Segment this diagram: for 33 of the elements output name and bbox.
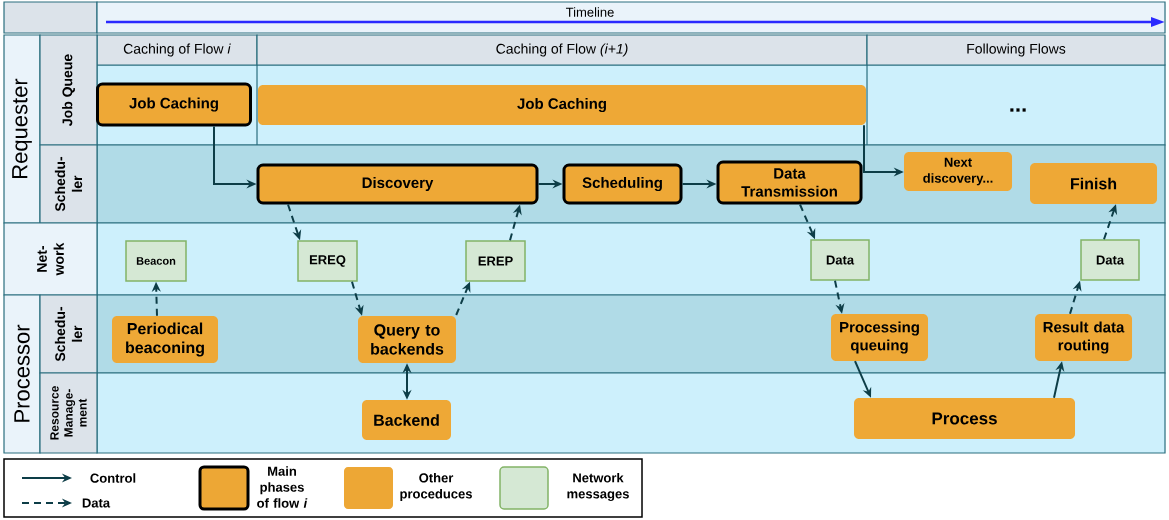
lane-header: Schedu- ler	[39, 144, 98, 224]
phase-box: Job Caching	[96, 82, 252, 127]
procedure-box: Result data routing	[1035, 314, 1132, 361]
legend-label: Control	[90, 473, 136, 483]
procedure-box: Process	[854, 398, 1075, 439]
column-header: Following Flows	[866, 34, 1166, 66]
procedure-box: Periodical beaconing	[112, 316, 218, 363]
ellipsis-label: ...	[1010, 108, 1026, 112]
procedure-box: Finish	[1030, 163, 1157, 204]
lane-header: Net- work	[3, 222, 98, 296]
message-box: EREP	[465, 240, 526, 282]
procedure-box: Backend	[362, 400, 451, 440]
procedure-box: Query to backends	[358, 316, 456, 363]
message-box: Beacon	[125, 240, 187, 282]
legend-label: Main phases of flow i	[257, 466, 308, 508]
timeline-label: Timeline	[566, 7, 614, 17]
legend-label: Other proceduces	[400, 472, 472, 502]
message-box: EREQ	[297, 240, 358, 282]
column-header: Caching of Flow i	[96, 34, 258, 66]
procedure-box: Job Caching	[258, 85, 866, 125]
legend-label: Network messages	[567, 472, 629, 502]
lane-header: Requester	[3, 34, 41, 224]
procedure-box: Next discovery...	[904, 152, 1012, 191]
legend-label: Data	[82, 498, 111, 508]
procedure-box: Processing queuing	[831, 314, 928, 361]
lane-header: Resource Manage- ment	[39, 372, 98, 454]
message-box: Data	[810, 239, 870, 281]
lane-header: Processor	[3, 294, 41, 454]
message-box: Data	[1080, 239, 1140, 281]
lane-header: Schedu- ler	[39, 294, 98, 374]
phase-box: Discovery	[256, 163, 539, 205]
phase-box: Data Transmission	[716, 160, 863, 205]
phase-box: Scheduling	[562, 163, 683, 205]
